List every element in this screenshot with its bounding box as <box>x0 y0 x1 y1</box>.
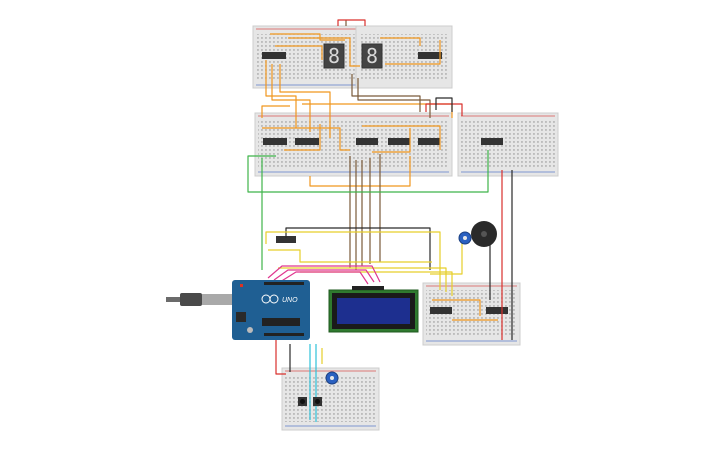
svg-text:8: 8 <box>328 44 340 68</box>
ic-chip-icon[interactable] <box>418 138 440 145</box>
arduino-logo-text: UNO <box>282 297 298 304</box>
ic-chip-icon[interactable] <box>418 52 442 59</box>
lcd-16x2-icon[interactable] <box>328 286 419 333</box>
pushbutton-icon[interactable] <box>313 397 322 406</box>
buzzer-icon[interactable] <box>471 221 497 247</box>
seven-segment-display-icon[interactable]: 8 <box>361 43 383 69</box>
ic-chip-icon[interactable] <box>481 138 503 145</box>
ic-chip-icon[interactable] <box>388 138 410 145</box>
breadboard-right[interactable] <box>457 112 559 177</box>
ic-chip-icon[interactable] <box>262 52 286 59</box>
ic-chip-icon[interactable] <box>263 138 287 145</box>
ic-chip-icon[interactable] <box>295 138 319 145</box>
potentiometer-icon[interactable] <box>325 371 339 385</box>
ic-chip-icon[interactable] <box>430 307 452 314</box>
usb-cable-icon[interactable] <box>166 293 232 306</box>
ic-chip-icon[interactable] <box>356 138 378 145</box>
potentiometer-icon[interactable] <box>458 231 472 245</box>
pushbutton-icon[interactable] <box>298 397 307 406</box>
svg-text:8: 8 <box>366 44 378 68</box>
arduino-uno-board[interactable]: UNO <box>232 280 310 340</box>
ic-chip-icon[interactable] <box>276 236 296 243</box>
wires <box>247 19 513 422</box>
ic-chip-icon[interactable] <box>486 307 508 314</box>
seven-segment-display-icon[interactable]: 8 <box>323 43 345 69</box>
